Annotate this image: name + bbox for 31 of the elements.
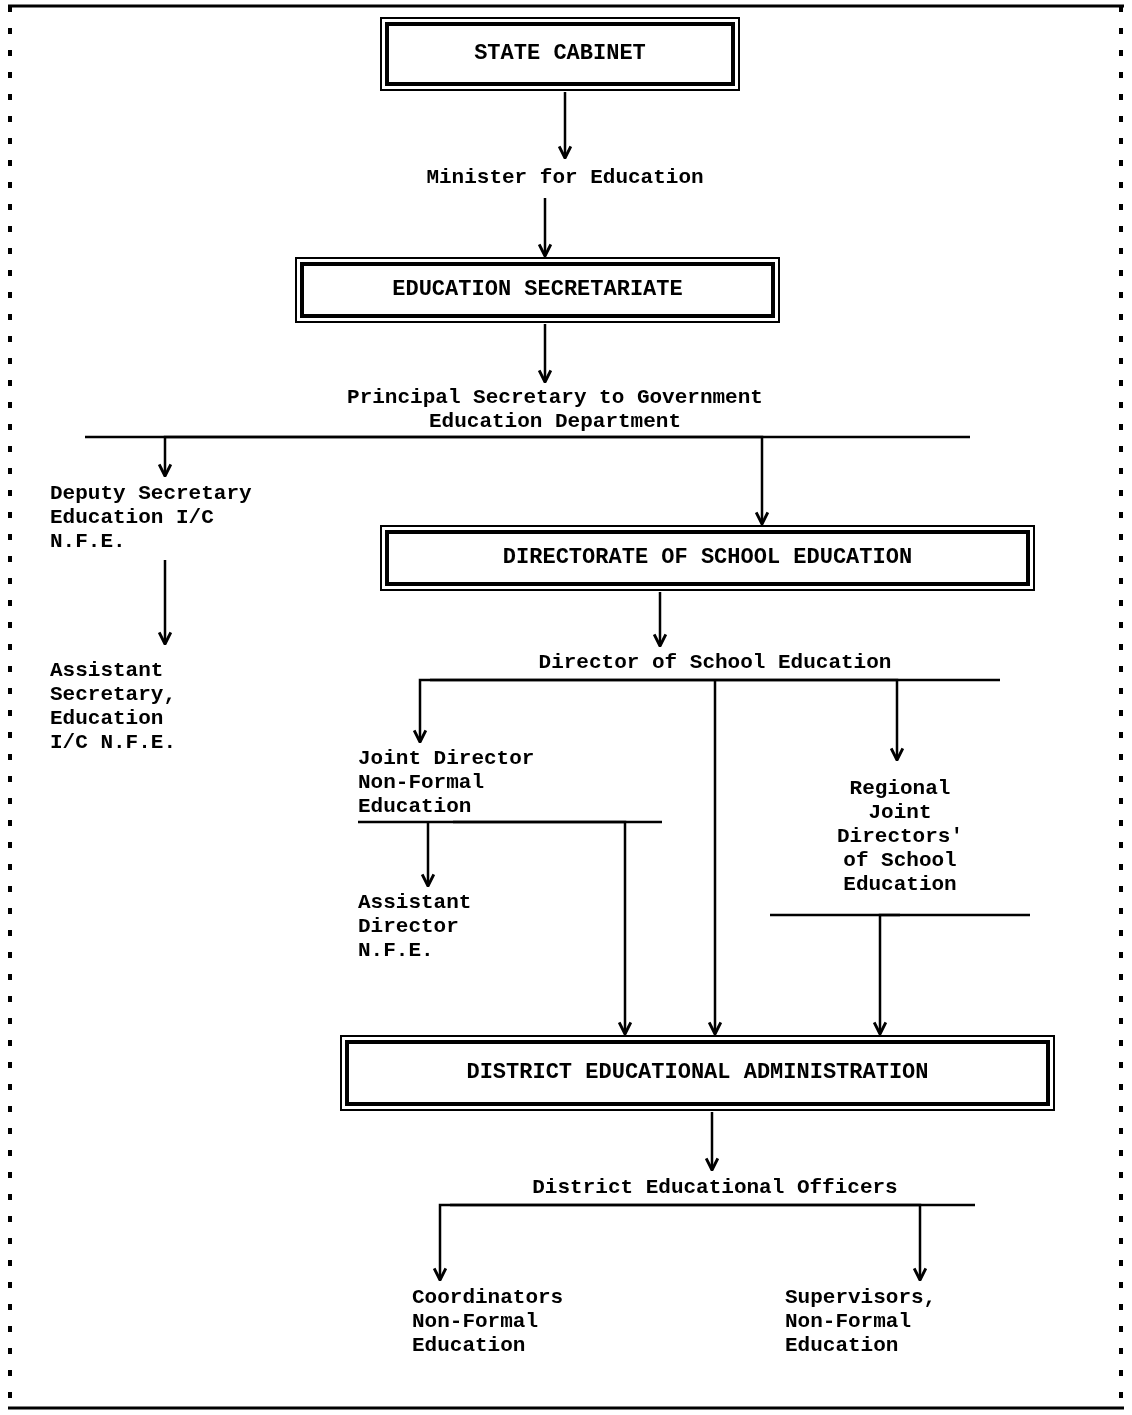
arrow [537, 198, 553, 258]
arrow [707, 680, 723, 1036]
post-title: Coordinators Non-Formal Education [412, 1285, 565, 1359]
arrow [412, 678, 715, 744]
arrow [557, 92, 573, 160]
post-title: District Educational Officers [532, 1175, 898, 1201]
post-title: Deputy Secretary Education I/C N.F.E. [50, 481, 253, 555]
arrow [715, 1203, 928, 1282]
post-title: Regional Joint Directors' of School Education [836, 776, 964, 898]
post-title: Assistant Director N.F.E. [358, 890, 473, 964]
post-title: Supervisors, Non-Formal Education [785, 1285, 938, 1359]
arrow [157, 435, 555, 478]
office-title: EDUCATION SECRETARIATE [392, 277, 683, 303]
arrow [872, 913, 900, 1036]
post-title: Joint Director Non-Formal Education [358, 746, 536, 820]
post-title: Director of School Education [538, 650, 892, 676]
arrow [704, 1112, 720, 1172]
arrow [652, 592, 668, 648]
post-title: Assistant Secretary, Education I/C N.F.E. [50, 658, 178, 756]
office-title: DIRECTORATE OF SCHOOL EDUCATION [502, 545, 913, 571]
arrow [537, 324, 553, 384]
arrow [715, 678, 905, 762]
office-title: DISTRICT EDUCATIONAL ADMINISTRATION [466, 1060, 929, 1086]
post-title: Principal Secretary to Government Education Department [346, 385, 764, 435]
arrow [555, 435, 770, 526]
arrow [420, 822, 436, 888]
arrow [157, 560, 173, 646]
arrow [432, 1203, 715, 1282]
post-title: Minister for Education [426, 165, 704, 191]
arrow [453, 820, 633, 1036]
office-title: STATE CABINET [474, 41, 646, 67]
